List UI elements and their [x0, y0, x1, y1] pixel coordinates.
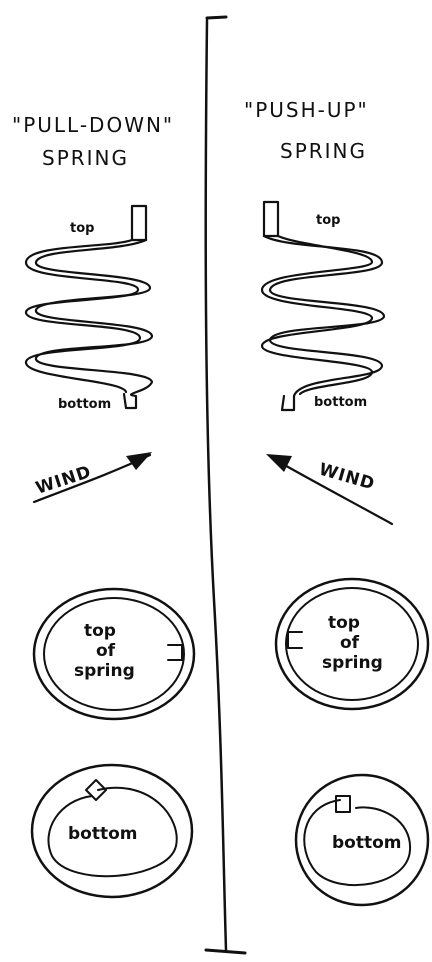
right-section: "PUSH-UP" SPRING top bottom WIND top of … [244, 98, 428, 905]
left-circle-top-line3: spring [74, 661, 135, 681]
right-spring-bottom-label: bottom [314, 395, 367, 410]
left-circle-top-line2: of [96, 641, 116, 661]
right-circle-bottom-label: bottom [332, 833, 402, 853]
right-title-line2: SPRING [280, 139, 367, 163]
left-circle-bottom-label: bottom [68, 824, 138, 844]
left-title-line2: SPRING [42, 146, 129, 170]
left-spring-bottom-label: bottom [58, 397, 111, 412]
right-spring-top-label: top [316, 213, 340, 228]
right-wind-arrow: WIND [266, 454, 392, 524]
right-circle-top-line1: top [328, 613, 360, 633]
left-wind-arrow: WIND [33, 452, 152, 502]
left-top-circle: top of spring [34, 589, 194, 719]
right-bottom-circle: bottom [296, 775, 428, 905]
left-circle-top-line1: top [84, 621, 116, 641]
left-spring-coil: top bottom [26, 206, 152, 412]
right-spring-coil: top bottom [262, 202, 384, 410]
left-wind-label: WIND [33, 462, 94, 499]
right-top-circle: top of spring [276, 579, 428, 709]
right-circle-top-line3: spring [322, 653, 383, 673]
right-wind-label: WIND [317, 460, 378, 495]
left-spring-top-label: top [70, 221, 94, 236]
center-divider [206, 17, 245, 953]
left-bottom-circle: bottom [32, 765, 192, 897]
left-arrowhead [126, 452, 152, 470]
left-section: "PULL-DOWN" SPRING top bottom WIND top o… [12, 113, 194, 897]
left-title-line1: "PULL-DOWN" [12, 113, 174, 137]
right-circle-top-line2: of [340, 633, 360, 653]
right-arrowhead [266, 454, 292, 472]
right-title-line1: "PUSH-UP" [244, 98, 369, 122]
